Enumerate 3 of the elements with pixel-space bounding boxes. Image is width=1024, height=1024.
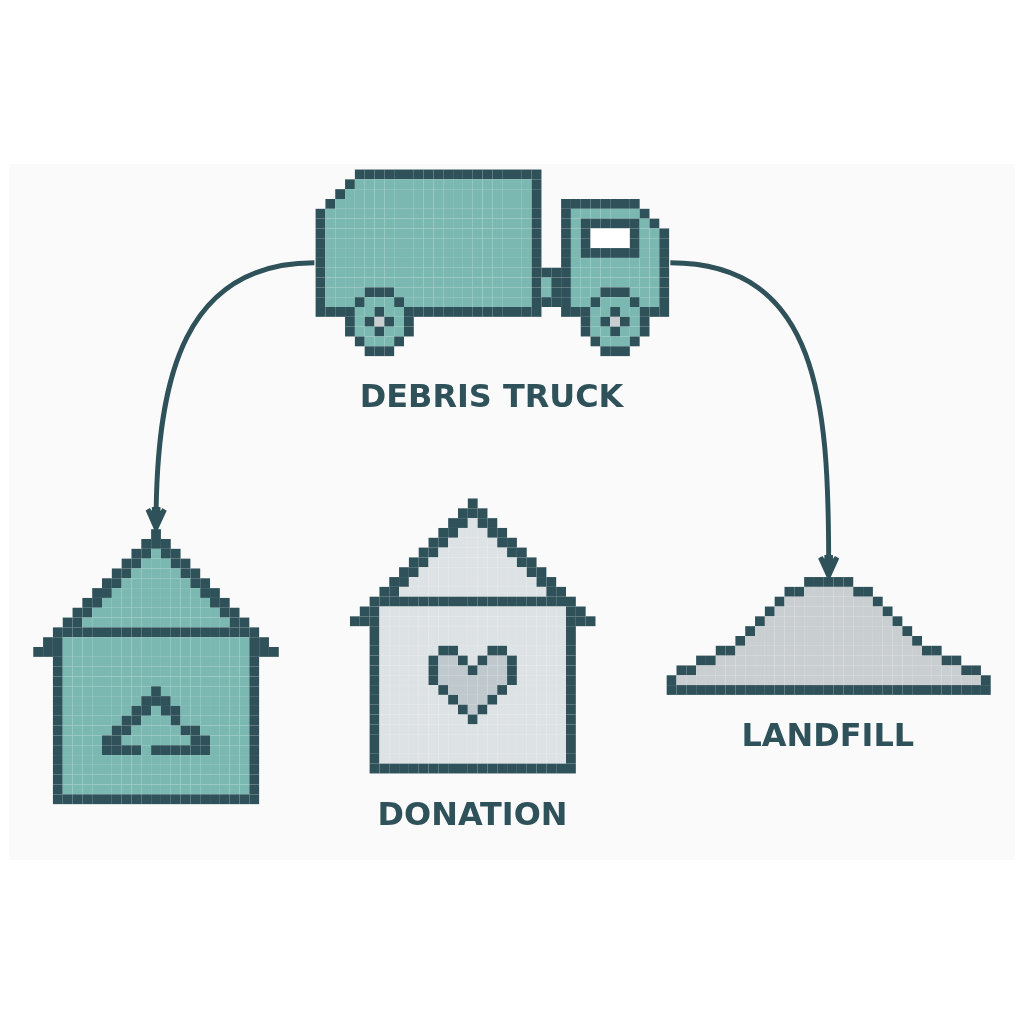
node-label: DEBRIS TRUCK — [359, 377, 624, 416]
node-label: LANDFILL — [741, 716, 915, 755]
node-label: DONATION — [377, 794, 568, 833]
